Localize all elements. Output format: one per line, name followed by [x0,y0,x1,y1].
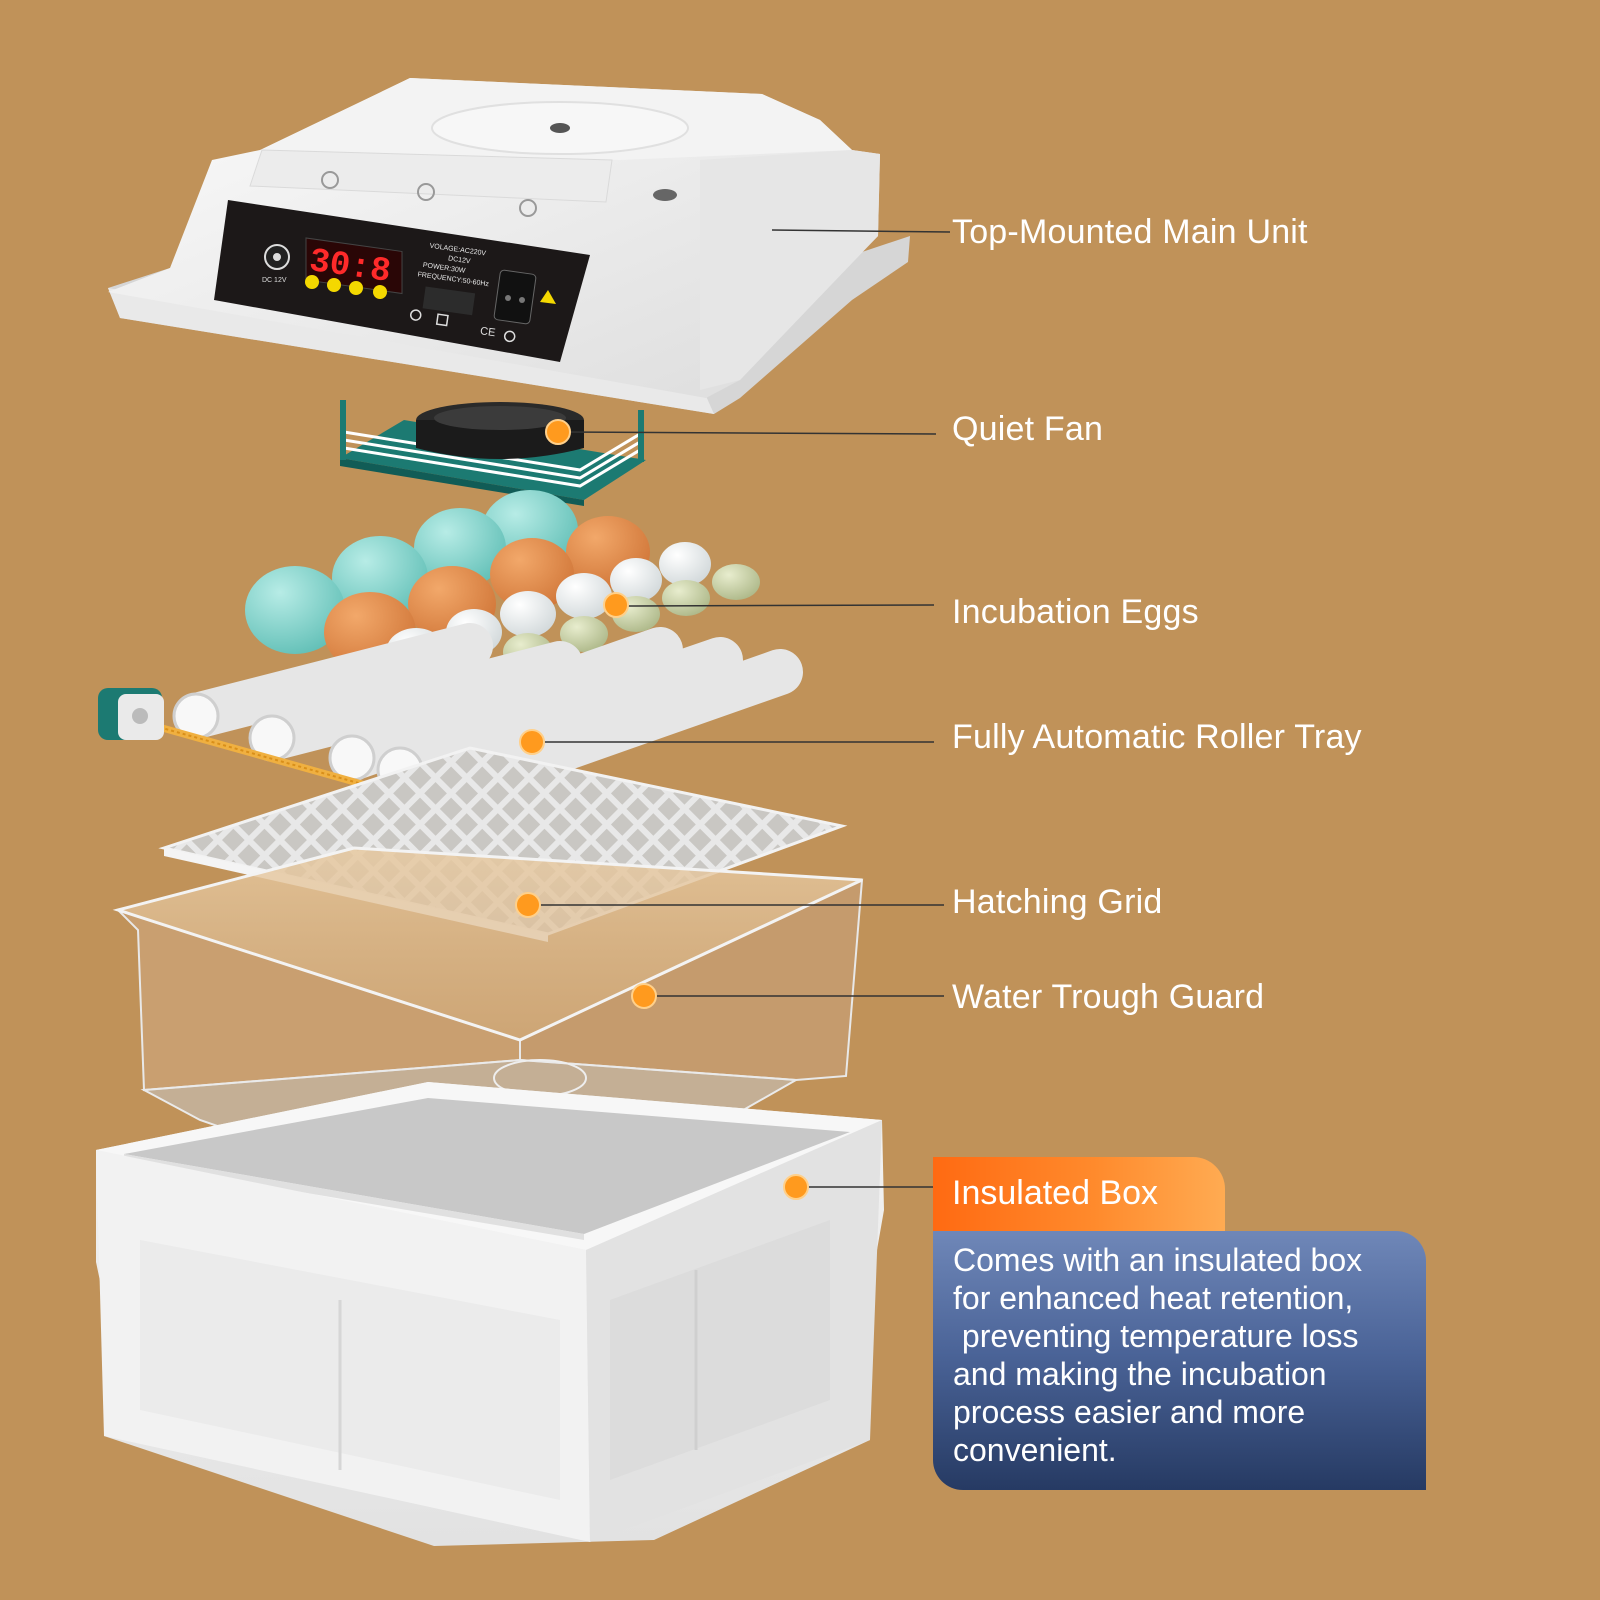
egg [490,538,574,610]
label-incubation-eggs: Incubation Eggs [952,593,1199,631]
callout-dots [515,419,809,1200]
warning-icon [540,290,556,304]
label-water-trough-guard: Water Trough Guard [952,978,1265,1016]
egg [245,566,345,654]
control-buttons [305,275,387,299]
description-text: Comes with an insulated box for enhanced… [953,1242,1363,1468]
motor-icon [98,688,164,740]
egg [659,542,711,586]
label-hatching-grid: Hatching Grid [952,883,1163,921]
fan-illustration [340,400,646,506]
egg [610,558,662,602]
roller [249,641,583,761]
callout-dot-box [783,1174,809,1200]
label-quiet-fan: Quiet Fan [952,410,1104,448]
roller [329,627,683,781]
insulated-box-illustration [96,1082,884,1546]
egg [662,580,710,616]
callout-lines [530,229,951,1188]
egg [556,573,612,619]
egg [500,591,556,637]
label-roller-tray: Fully Automatic Roller Tray [952,718,1362,756]
callout-dot-eggs [603,592,629,618]
callout-dot-guard [631,983,657,1009]
minus-button[interactable] [349,281,363,295]
description-panel: Comes with an insulated box for enhanced… [933,1231,1426,1490]
eggs-illustration [245,490,760,690]
label-main-unit: Top-Mounted Main Unit [952,213,1308,251]
callout-dot-roller [519,729,545,755]
set-button[interactable] [305,275,319,289]
egg [712,564,760,600]
egg [414,508,506,588]
power-jack-icon: DC 12V [262,244,290,284]
ce-mark: CE [479,325,496,339]
plus-button[interactable] [327,278,341,292]
callout-dot-fan [545,419,571,445]
socket-icon [493,269,537,325]
main-unit-illustration: DC 12V 30:8 VOLAGE:AC220V DC12V POWER:30… [108,78,910,414]
light-button[interactable] [373,285,387,299]
spec-line-2: DC12V [448,255,472,265]
callout-dot-grid [515,892,541,918]
roller [173,623,493,739]
recycle-icon [503,330,516,343]
egg [560,616,608,652]
fan-vent-icon [321,171,537,217]
power-label: DC 12V [262,277,287,284]
roller [377,637,743,793]
label-insulated-box: Insulated Box [952,1174,1159,1212]
